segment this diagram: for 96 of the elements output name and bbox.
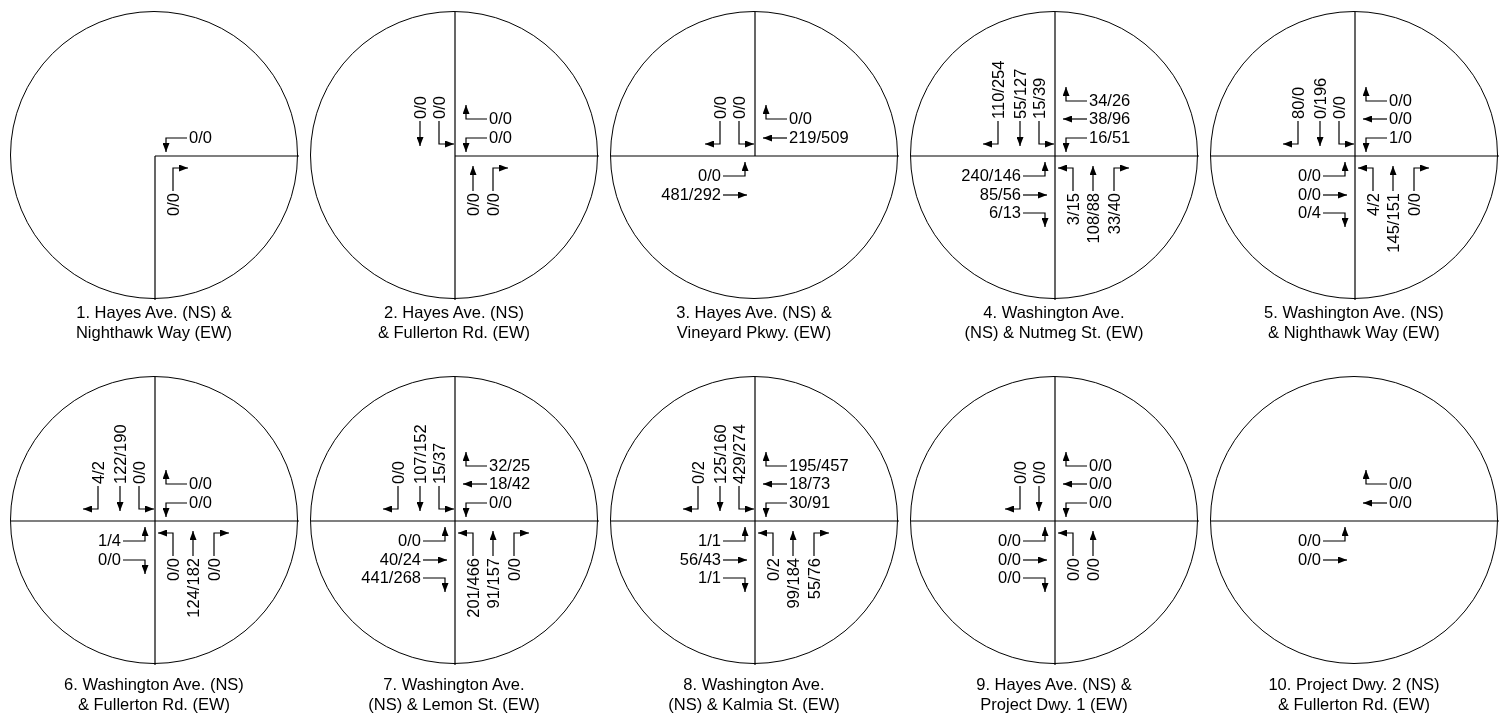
volume-label: 99/184 [784, 558, 802, 609]
volume-label: 1/1 [698, 568, 721, 586]
volume-label: 0/0 [1389, 493, 1412, 511]
volume-label: 0/0 [189, 474, 212, 492]
volume-label: 240/146 [961, 166, 1021, 184]
volume-label: 0/0 [505, 558, 523, 581]
volume-label: 0/0 [730, 96, 748, 119]
volume-label: 0/0 [1405, 193, 1423, 216]
volume-label: 0/0 [1298, 531, 1321, 549]
volume-label: 1/4 [98, 531, 121, 549]
volume-label: 4/2 [89, 461, 107, 484]
volume-label: 55/76 [805, 558, 823, 600]
intersection-caption: 1. Hayes Ave. (NS) & Nighthawk Way (EW) [74, 302, 234, 342]
volume-label: 1/0 [1389, 128, 1412, 146]
volume-label: 0/0 [698, 166, 721, 184]
volume-label: 107/152 [411, 424, 429, 484]
volume-label: 110/254 [989, 60, 1007, 119]
volume-label: 0/0 [430, 96, 448, 119]
volume-label: 0/0 [489, 493, 512, 511]
intersection-caption: 4. Washington Ave. (NS) & Nutmeg St. (EW) [963, 302, 1145, 342]
intersection-caption: 9. Hayes Ave. (NS) & Project Dwy. 1 (EW) [975, 674, 1133, 714]
volume-label: 0/2 [764, 558, 782, 581]
volume-label: 0/0 [1298, 550, 1321, 568]
volume-label: 1/1 [698, 531, 721, 549]
volume-label: 0/0 [1389, 91, 1412, 109]
volume-label: 0/0 [205, 558, 223, 581]
intersection-caption: 8. Washington Ave. (NS) & Kalmia St. (EW) [667, 674, 841, 714]
volume-label: 429/274 [730, 424, 748, 484]
volume-label: 0/0 [489, 109, 512, 127]
volume-label: 55/127 [1011, 68, 1029, 119]
volume-label: 34/26 [1089, 91, 1131, 109]
volume-label: 15/39 [1030, 77, 1048, 119]
volume-label: 0/0 [164, 558, 182, 581]
intersection-caption: 10. Project Dwy. 2 (NS) & Fullerton Rd. (EW) [1267, 674, 1441, 714]
volume-label: 6/13 [988, 203, 1021, 221]
volume-label: 33/40 [1105, 193, 1123, 235]
volume-label: 0/196 [1311, 77, 1329, 119]
volume-label: 0/0 [1089, 456, 1112, 474]
volume-label: 0/0 [484, 193, 502, 216]
volume-label: 30/91 [789, 493, 831, 511]
volume-label: 0/0 [998, 531, 1021, 549]
volume-label: 124/182 [184, 558, 202, 618]
volume-label: 85/56 [979, 185, 1021, 203]
volume-label: 0/0 [1089, 493, 1112, 511]
volume-label: 108/88 [1084, 193, 1102, 244]
volume-label: 0/0 [998, 568, 1021, 586]
volume-label: 4/2 [1364, 193, 1382, 216]
volume-label: 122/190 [111, 424, 129, 484]
volume-label: 0/0 [1030, 461, 1048, 484]
volume-label: 56/43 [679, 550, 721, 568]
volume-label: 0/4 [1298, 203, 1321, 221]
volume-label: 0/0 [1298, 166, 1321, 184]
volume-label: 0/0 [464, 193, 482, 216]
volume-label: 0/0 [711, 96, 729, 119]
volume-label: 0/0 [189, 128, 212, 146]
volume-label: 0/0 [1011, 461, 1029, 484]
volume-label: 219/509 [789, 128, 849, 146]
volume-label: 0/0 [1064, 558, 1082, 581]
intersection-caption: 7. Washington Ave. (NS) & Lemon St. (EW) [367, 674, 541, 714]
volume-label: 80/0 [1289, 86, 1307, 119]
volume-label: 0/0 [1084, 558, 1102, 581]
volume-label: 18/73 [789, 474, 831, 492]
volume-label: 481/292 [661, 185, 721, 203]
volume-label: 16/51 [1089, 128, 1131, 146]
volume-label: 3/15 [1064, 193, 1082, 226]
volume-label: 0/0 [189, 493, 212, 511]
volume-label: 0/0 [389, 461, 407, 484]
volume-label: 201/466 [464, 558, 482, 618]
volume-label: 15/37 [430, 442, 448, 484]
volume-label: 0/0 [489, 128, 512, 146]
volume-label: 38/96 [1089, 109, 1131, 127]
volume-label: 0/0 [1089, 474, 1112, 492]
volume-label: 0/0 [411, 96, 429, 119]
volume-label: 0/0 [1389, 474, 1412, 492]
volume-label: 18/42 [489, 474, 531, 492]
volume-label: 32/25 [489, 456, 531, 474]
volume-label: 145/151 [1384, 193, 1402, 253]
volume-label: 0/0 [1298, 185, 1321, 203]
volume-label: 0/2 [689, 461, 707, 484]
volume-label: 0/0 [998, 550, 1021, 568]
volume-label: 125/160 [711, 424, 729, 484]
volume-label: 0/0 [1389, 109, 1412, 127]
volume-label: 91/157 [484, 558, 502, 609]
intersection-caption: 2. Hayes Ave. (NS) & Fullerton Rd. (EW) [376, 302, 532, 342]
volume-label: 0/0 [130, 461, 148, 484]
volume-label: 0/0 [98, 550, 121, 568]
intersection-caption: 5. Washington Ave. (NS) & Nighthawk Way (EW) [1263, 302, 1445, 342]
volume-label: 0/0 [398, 531, 421, 549]
intersection-caption: 3. Hayes Ave. (NS) & Vineyard Pkwy. (EW) [675, 302, 833, 342]
volume-label: 0/0 [789, 109, 812, 127]
volume-label: 441/268 [361, 568, 421, 586]
volume-label: 195/457 [789, 456, 849, 474]
intersection-caption: 6. Washington Ave. (NS) & Fullerton Rd. (EW) [63, 674, 245, 714]
volume-label: 40/24 [379, 550, 421, 568]
volume-label: 0/0 [1330, 96, 1348, 119]
volume-label: 0/0 [164, 193, 182, 216]
